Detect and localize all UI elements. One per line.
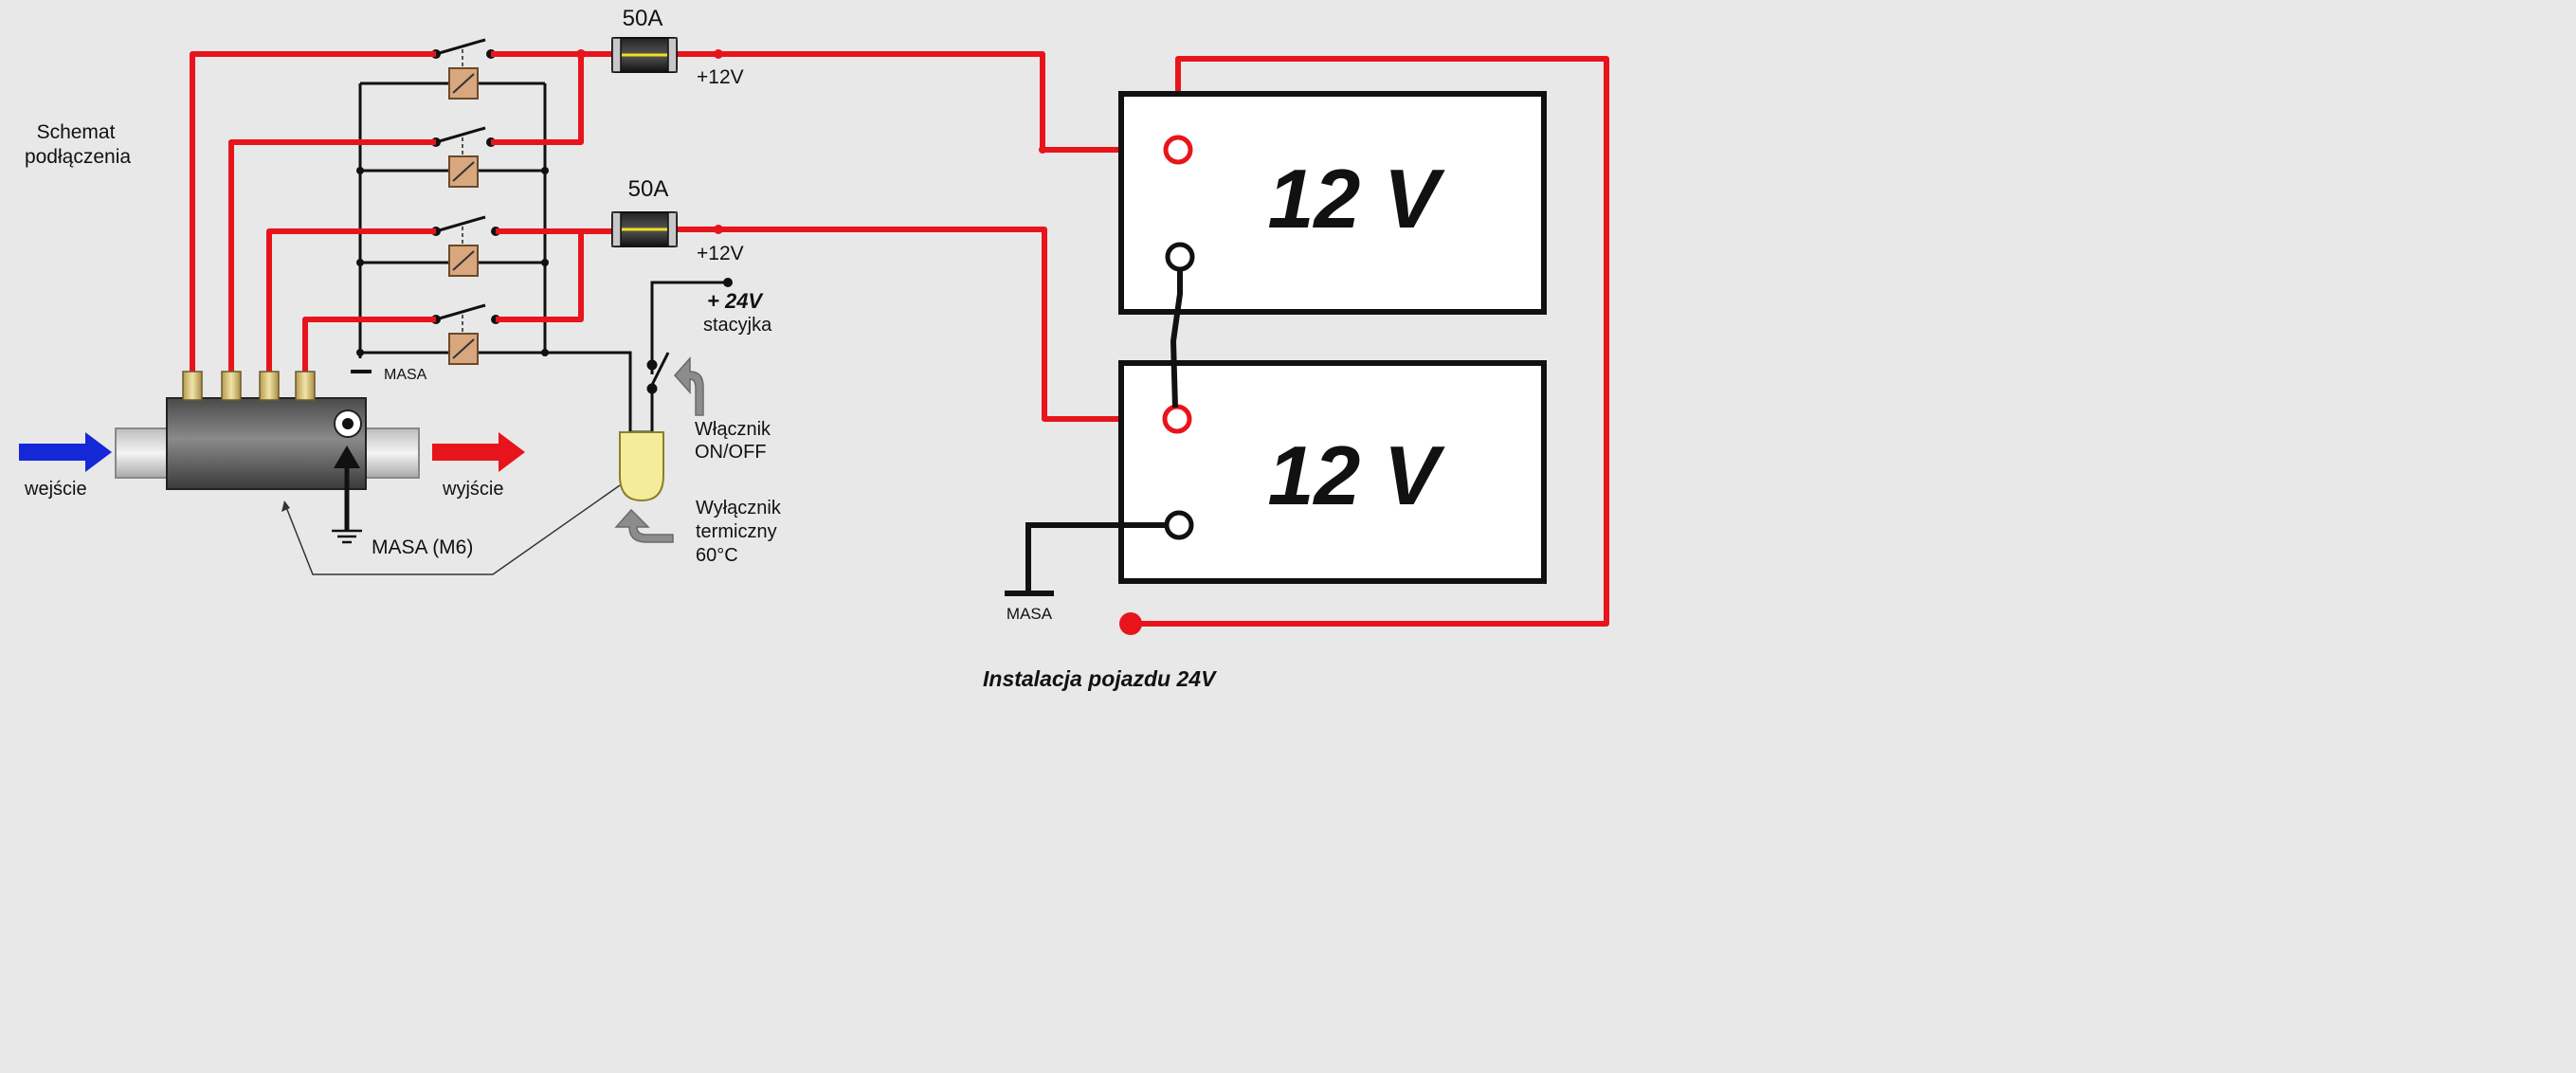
heater-ground-label: MASA (M6) (372, 536, 473, 558)
outlet-pipe (359, 427, 420, 479)
curved-arrow-icon (614, 508, 674, 543)
loop-end-dot (1119, 612, 1142, 635)
battery-negative-terminal (1164, 510, 1194, 540)
thermal-switch-line3: 60°C (696, 545, 738, 566)
ground-arrow (334, 446, 360, 531)
output-arrow-icon (432, 432, 525, 472)
pointer-arrowhead (281, 500, 290, 512)
ground-symbol-icon (332, 529, 362, 544)
battery-positive-terminal (1162, 404, 1192, 434)
ignition-label: stacyjka (703, 315, 772, 336)
battery-ground-label: MASA (1007, 605, 1053, 623)
fuse-voltage: +12V (697, 243, 744, 264)
battery-positive-terminal (1163, 135, 1193, 165)
heater-power-wiring (190, 51, 1609, 627)
title-line1: Schemat (37, 121, 116, 143)
input-arrow-icon (19, 432, 112, 472)
inlet-pipe (115, 427, 175, 479)
battery-negative-terminal (1165, 242, 1195, 272)
fuse-voltage: +12V (697, 66, 744, 88)
diagram-title: Schemat podłączenia (25, 121, 131, 168)
switch-label-line2: ON/OFF (695, 442, 767, 463)
fuse-rating: 50A (623, 6, 663, 31)
relay-1 (431, 38, 496, 100)
switch-label-line1: Włącznik (695, 419, 771, 440)
fuse-icon (611, 211, 678, 247)
relay-4 (431, 303, 500, 365)
relay-3 (431, 215, 500, 277)
fuse-icon (611, 37, 678, 73)
installation-caption: Instalacja pojazdu 24V (983, 666, 1217, 691)
output-label: wyjście (442, 479, 503, 500)
battery-voltage: 12 V (1267, 152, 1444, 246)
fuse-1: 50A +12V (611, 6, 744, 88)
title-line2: podłączenia (25, 146, 131, 168)
fuse-2: 50A +12V (611, 176, 744, 264)
battery-voltage: 12 V (1267, 428, 1444, 522)
heater-unit: wejście wyjście (19, 371, 525, 558)
ignition-voltage: + 24V (707, 289, 764, 313)
battery-upper: 12 V (1118, 91, 1547, 315)
battery-ground-wiring (1025, 522, 1167, 593)
thermal-switch-line1: Wyłącznik (696, 498, 782, 518)
thermal-switch-line2: termiczny (696, 521, 777, 542)
fuse-rating: 50A (628, 176, 669, 202)
on-off-switch (646, 352, 670, 428)
sensor-pointer-line (283, 484, 621, 575)
wire-nodes (576, 49, 1046, 234)
heater-body (166, 397, 367, 490)
bus-junction-dots (356, 167, 733, 356)
battery-series-link (1170, 269, 1183, 409)
input-label: wejście (24, 479, 87, 500)
battery-lower: 12 V (1118, 360, 1547, 584)
curved-arrow-icon (673, 356, 704, 416)
relay-2 (431, 126, 496, 188)
relay-ground-label: MASA (384, 367, 427, 383)
heater-terminals (182, 371, 316, 401)
thermal-sensor (619, 431, 664, 502)
